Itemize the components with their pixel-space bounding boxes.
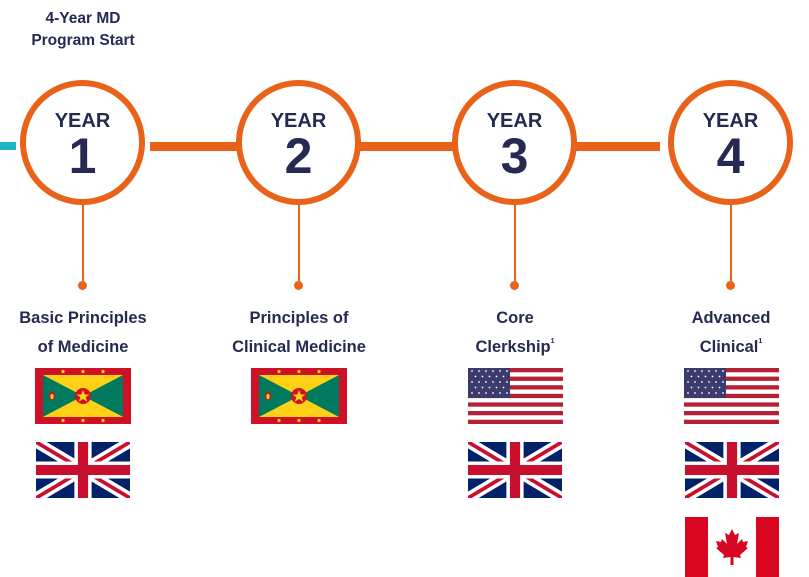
year-4-circle: YEAR 4 [668, 80, 793, 205]
year-number: 4 [716, 128, 745, 184]
year-4-connector [730, 205, 732, 285]
year-1-circle: YEAR 1 [20, 80, 145, 205]
grenada-flag-icon [251, 368, 347, 424]
year-1-connector [82, 205, 84, 285]
year-4-dot [726, 281, 735, 290]
united-kingdom-flag-icon [36, 442, 130, 498]
year-number: 1 [68, 128, 97, 184]
year-number: 3 [500, 128, 529, 184]
year-label: YEAR [54, 110, 111, 132]
year-number: 2 [284, 128, 313, 184]
year-2-connector [298, 205, 300, 285]
year-2-dot [294, 281, 303, 290]
phase-line1: Basic Principles [19, 309, 147, 327]
united-states-flag-icon [684, 368, 779, 424]
united-kingdom-flag-icon [685, 442, 779, 498]
program-start-line2: Program Start [31, 32, 135, 49]
year-3-dot [510, 281, 519, 290]
year-1-dot [78, 281, 87, 290]
year-1-phase: Basic Principles of Medicine [0, 307, 168, 359]
phase-line2: Clerkship1 [475, 338, 555, 356]
year-label: YEAR [270, 110, 327, 132]
year-3-phase: Core Clerkship1 [430, 307, 600, 359]
canada-flag-icon [685, 517, 779, 577]
year-label: YEAR [702, 110, 759, 132]
year-label: YEAR [486, 110, 543, 132]
year-2-phase: Principles of Clinical Medicine [214, 307, 384, 359]
united-states-flag-icon [468, 368, 563, 424]
phase-line1: Principles of [249, 309, 349, 327]
year-3-circle: YEAR 3 [452, 80, 577, 205]
phase-line2: Clinical Medicine [232, 338, 366, 356]
phase-line1: Advanced [691, 309, 771, 327]
phase-line2: Clinical1 [699, 338, 763, 356]
program-start-label: 4-Year MD Program Start [0, 8, 166, 52]
phase-line2: of Medicine [37, 338, 129, 356]
year-3-connector [514, 205, 516, 285]
timeline-line [150, 142, 660, 151]
united-kingdom-flag-icon [468, 442, 562, 498]
year-4-phase: Advanced Clinical1 [646, 307, 809, 359]
year-2-circle: YEAR 2 [236, 80, 361, 205]
phase-line1: Core [496, 309, 534, 327]
grenada-flag-icon [35, 368, 131, 424]
timeline-lead-in [0, 142, 16, 150]
program-start-line1: 4-Year MD [45, 10, 121, 27]
